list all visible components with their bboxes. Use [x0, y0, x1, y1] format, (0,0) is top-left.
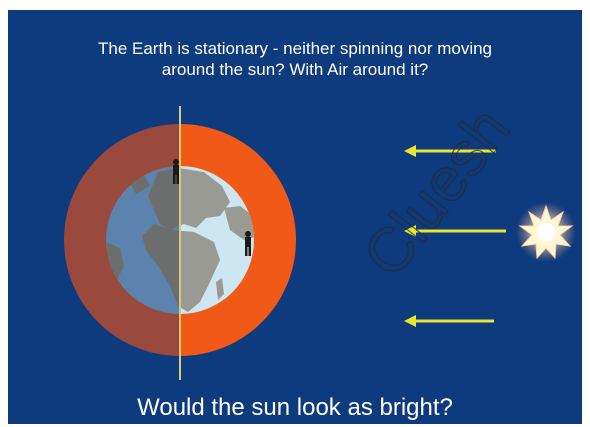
madagascar-shape: [216, 278, 224, 300]
sun-icon: [516, 202, 576, 262]
person-icon: [245, 231, 251, 256]
person-icon: [173, 159, 179, 184]
ray-arrow-middle: [404, 225, 506, 237]
title-line-1: The Earth is stationary - neither spinni…: [97, 39, 493, 58]
sun-rays: [404, 145, 506, 327]
slide-title: The Earth is stationary - neither spinni…: [8, 38, 582, 80]
diagram-slide: The Earth is stationary - neither spinni…: [8, 10, 582, 424]
title-line-2: around the sun? With Air around it?: [161, 60, 429, 79]
europe-shape-night: [148, 168, 180, 230]
watermark: Cluesh: [350, 94, 524, 290]
europe-shape-day: [180, 168, 230, 230]
ray-arrow-bottom: [404, 315, 494, 327]
earth-sun-diagram: Cluesh: [64, 94, 576, 380]
ray-arrow-top: [404, 145, 496, 157]
slide-question: Would the sun look as bright?: [137, 394, 453, 421]
africa-shape-night: [142, 224, 180, 312]
watermark-text: Cluesh: [350, 95, 523, 290]
